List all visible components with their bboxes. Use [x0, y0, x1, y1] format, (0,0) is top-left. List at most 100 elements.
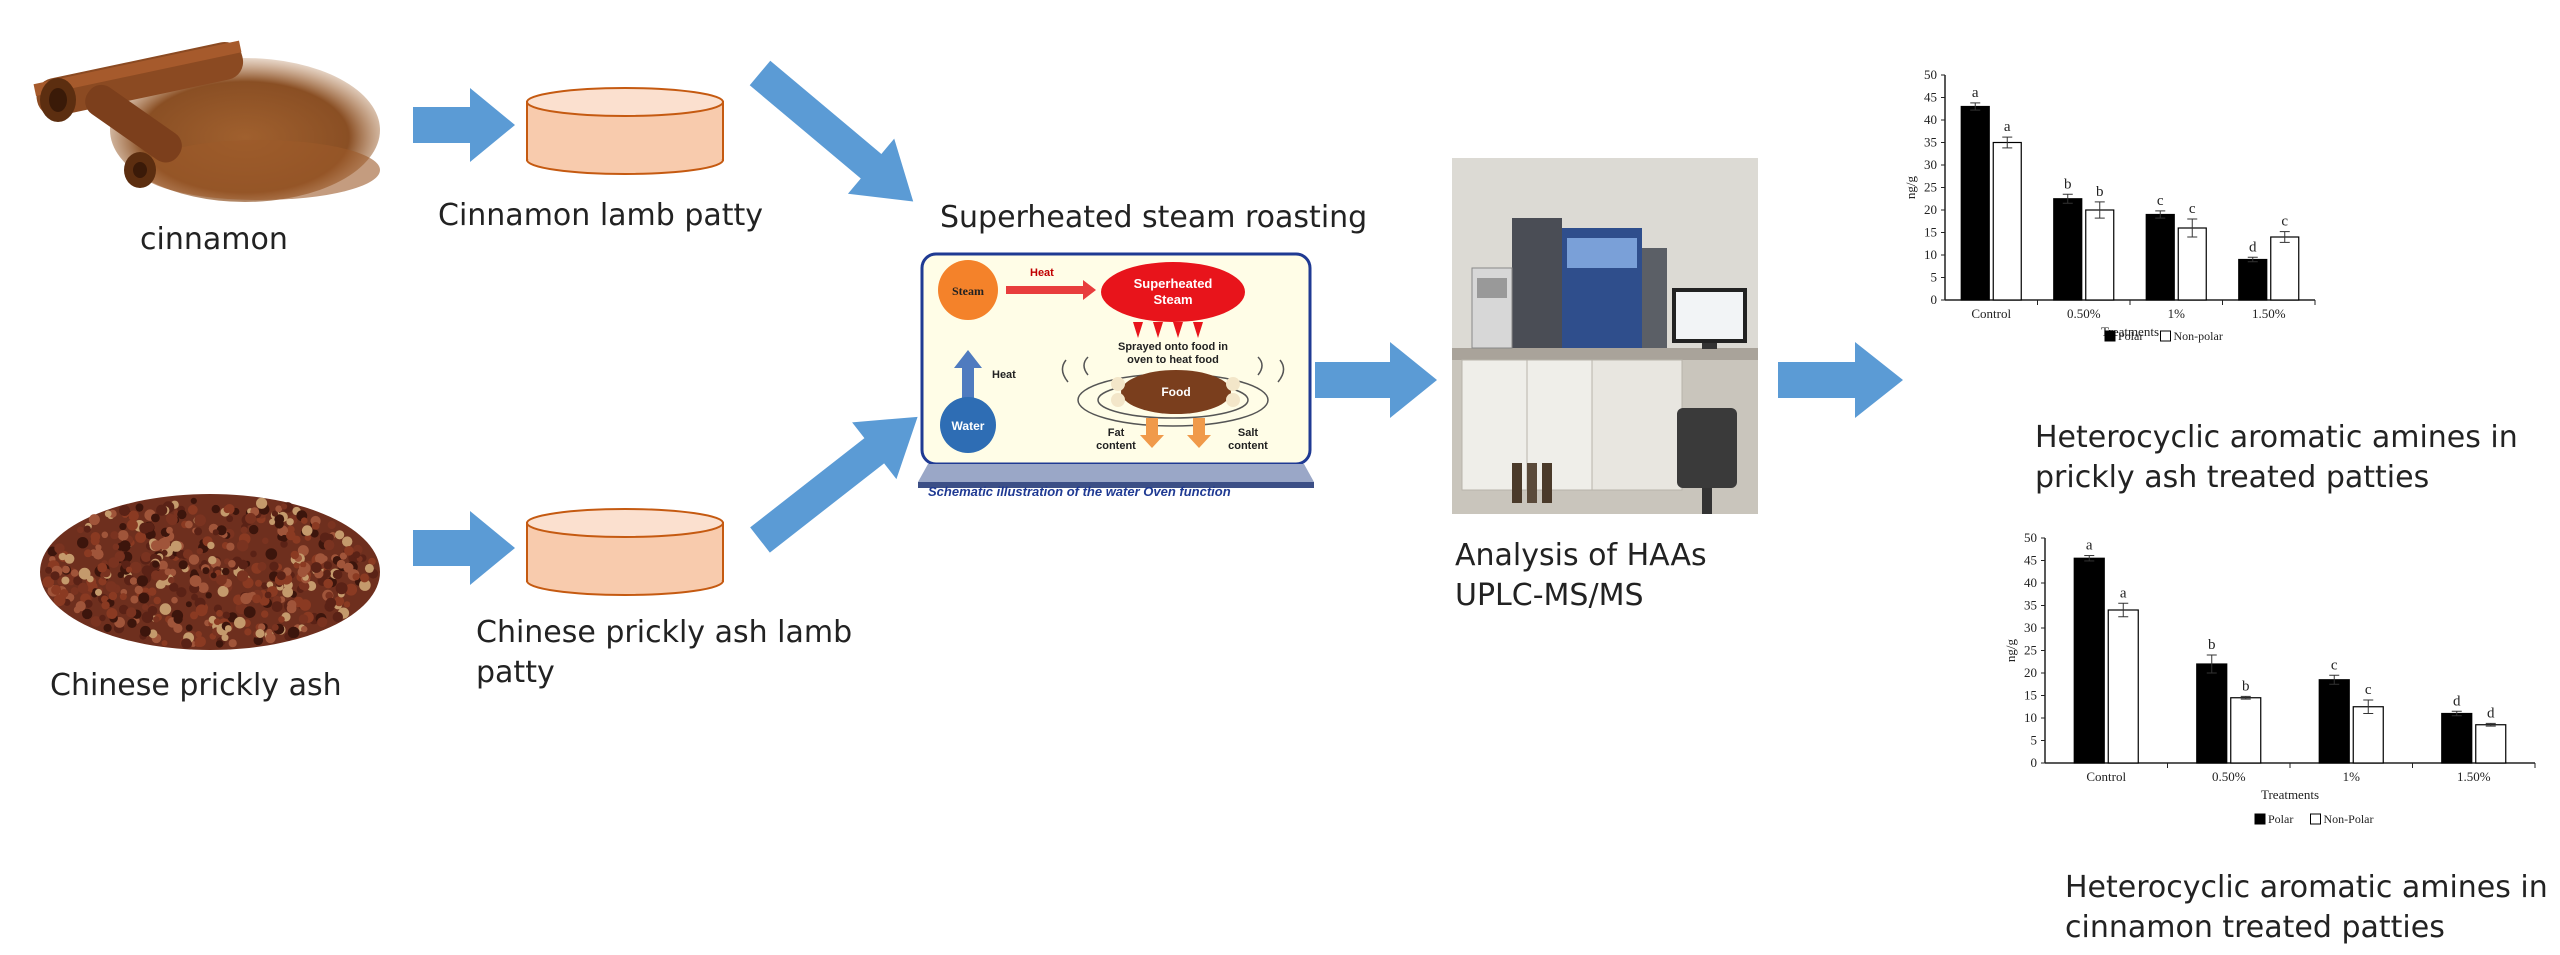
legend-swatch-polar	[2104, 330, 2116, 342]
x-tick-label: 1.50%	[2252, 306, 2286, 321]
y-tick-label: 10	[1924, 247, 1937, 262]
significance-letter: b	[2096, 184, 2104, 200]
oven-diagram: Steam Heat Superheated Steam Sprayed ont…	[918, 252, 1314, 488]
arrow-diagonal-up-icon	[750, 416, 918, 553]
y-axis-label: ng/g	[1905, 175, 1918, 199]
arrow-diagonal-down-icon	[749, 60, 914, 202]
analysis-label-line1: Analysis of HAAs	[1455, 538, 1707, 573]
steam-text: Steam	[952, 284, 984, 298]
y-tick-label: 50	[2024, 530, 2037, 545]
significance-letter: a	[1972, 85, 1979, 101]
water-icon	[940, 397, 996, 453]
food-icon	[1121, 370, 1231, 414]
water-text: Water	[952, 419, 985, 433]
bar-non-polar	[2230, 697, 2262, 764]
cinnamon-patty-label: Cinnamon lamb patty	[438, 198, 764, 233]
significance-letter: b	[2208, 637, 2216, 653]
superheated-text-1: Superheated	[1134, 276, 1213, 291]
roasting-title: Superheated steam roasting	[940, 200, 1368, 235]
y-tick-label: 50	[1924, 67, 1937, 82]
significance-letter: d	[2249, 239, 2257, 255]
legend-label-polar: Polar	[2118, 329, 2143, 343]
salt-text-1: Salt	[1238, 427, 1259, 439]
bar-non-polar	[2475, 724, 2507, 764]
significance-letter: d	[2487, 705, 2495, 721]
sprayed-text-2: oven to heat food	[1127, 354, 1219, 366]
x-tick-label: 0.50%	[2212, 769, 2246, 784]
x-tick-label: Control	[2086, 769, 2126, 784]
analysis-label-line2: UPLC-MS/MS	[1455, 578, 1644, 613]
x-tick-label: 1%	[2343, 769, 2361, 784]
arrow-right-icon	[1778, 342, 1903, 418]
bar-non-polar	[2177, 227, 2207, 301]
legend-swatch-non-polar	[2310, 813, 2321, 825]
bar-polar	[1960, 105, 1990, 301]
y-tick-label: 5	[2031, 733, 2038, 748]
legend-label-polar: Polar	[2268, 812, 2293, 826]
y-tick-label: 5	[1931, 270, 1938, 285]
salt-text-2: content	[1228, 440, 1268, 452]
prickly-patty-label-line1: Chinese prickly ash lamb	[476, 615, 853, 650]
prickly-patty-icon	[526, 508, 724, 596]
bar-non-polar	[2085, 209, 2115, 301]
cinnamon-patty-icon	[526, 87, 724, 175]
prickly-ash-label: Chinese prickly ash	[50, 668, 342, 703]
significance-letter: d	[2453, 693, 2461, 709]
y-tick-label: 30	[2024, 620, 2037, 635]
legend-label-non-polar: Non-Polar	[2324, 812, 2374, 826]
prickly-ash-image	[40, 494, 380, 650]
superheated-text-2: Steam	[1153, 292, 1192, 307]
legend-swatch-polar	[2254, 813, 2266, 825]
significance-letter: a	[2120, 585, 2127, 601]
lab-photo	[1452, 158, 1758, 514]
significance-letter: c	[2365, 682, 2372, 698]
chart1-caption-line1: Heterocyclic aromatic amines in	[2035, 420, 2518, 455]
significance-letter: c	[2281, 214, 2288, 230]
steam-icon	[938, 260, 998, 320]
significance-letter: c	[2157, 193, 2164, 209]
bar-polar	[2053, 198, 2083, 301]
x-axis-label: Treatments	[2261, 787, 2319, 802]
chart2-caption-line2: cinnamon treated patties	[2065, 910, 2445, 945]
arrow-right-icon	[413, 88, 515, 162]
bar-non-polar	[2107, 609, 2139, 764]
bar-polar	[2073, 557, 2105, 764]
significance-letter: b	[2064, 176, 2072, 192]
bar-polar	[2238, 258, 2268, 301]
arrow-right-icon	[413, 511, 515, 585]
y-tick-label: 15	[1924, 225, 1937, 240]
chart1-caption-line2: prickly ash treated patties	[2035, 460, 2430, 495]
significance-letter: a	[2004, 119, 2011, 135]
significance-letter: a	[2086, 538, 2093, 554]
x-tick-label: 1%	[2168, 306, 2186, 321]
chart-cinnamon: 05101520253035404550ng/gControlaa0.50%bb…	[2005, 530, 2536, 826]
x-tick-label: 1.50%	[2457, 769, 2491, 784]
bar-polar	[2441, 712, 2473, 764]
bar-non-polar	[1992, 141, 2022, 301]
y-tick-label: 45	[1924, 90, 1937, 105]
bar-non-polar	[2270, 236, 2300, 301]
y-tick-label: 25	[1924, 180, 1937, 195]
y-tick-label: 40	[2024, 575, 2037, 590]
sprayed-text-1: Sprayed onto food in	[1118, 341, 1228, 353]
fat-text-1: Fat	[1108, 427, 1125, 439]
y-tick-label: 20	[2024, 665, 2037, 680]
significance-letter: b	[2242, 678, 2250, 694]
x-tick-label: 0.50%	[2067, 306, 2101, 321]
prickly-patty-label-line2: patty	[476, 655, 555, 690]
bar-polar	[2145, 213, 2175, 301]
y-tick-label: 30	[1924, 157, 1937, 172]
y-tick-label: 20	[1924, 202, 1937, 217]
cinnamon-image	[33, 40, 380, 202]
bar-polar	[2196, 663, 2228, 764]
y-tick-label: 0	[1931, 292, 1938, 307]
heat-arrow-text: Heat	[1030, 267, 1054, 279]
cinnamon-label: cinnamon	[140, 222, 288, 257]
legend-label-non-polar: Non-polar	[2174, 329, 2223, 343]
y-tick-label: 35	[1924, 135, 1937, 150]
oven-caption: Schematic illustration of the water Oven…	[928, 484, 1231, 499]
food-text: Food	[1161, 385, 1190, 399]
significance-letter: c	[2189, 201, 2196, 217]
